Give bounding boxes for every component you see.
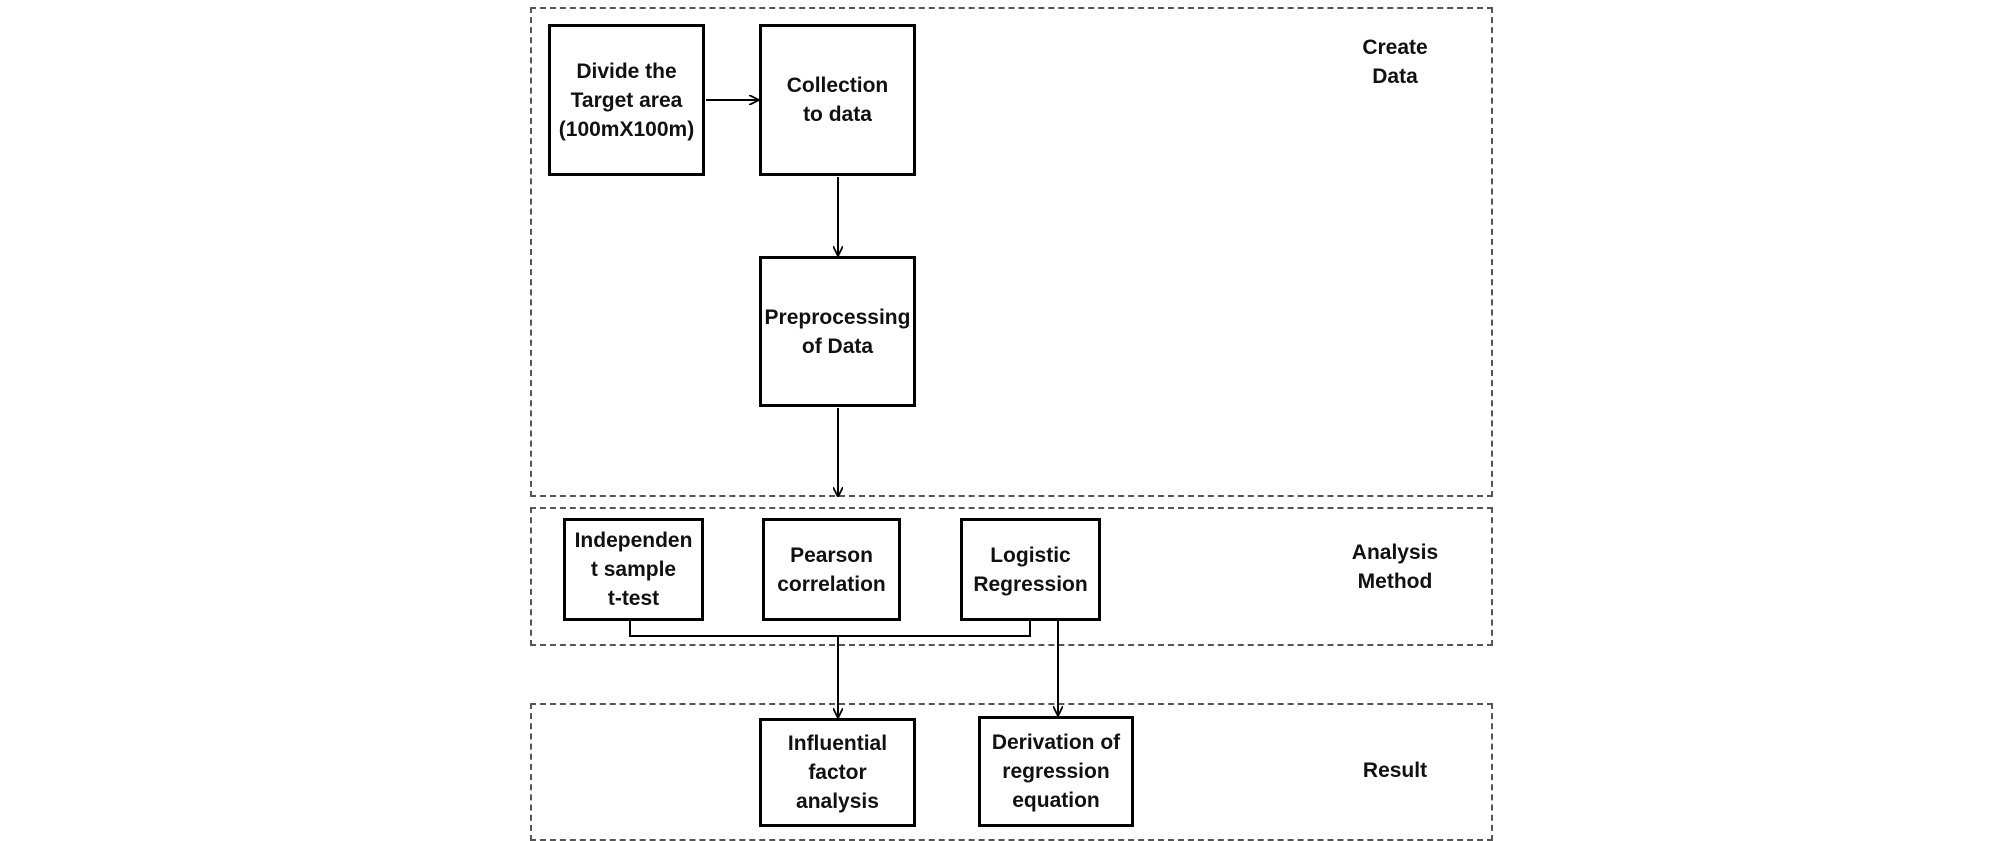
box-independent-sample-t-test-text: Independen t sample t-test [574,529,693,610]
label-result: Result [1362,759,1428,782]
box-preprocessing-of-data-text: Preprocessing of Data [764,305,911,358]
box-derivation-of-regression-equation-text: Derivation of regression equation [991,731,1121,812]
box-divide-target-area: Divide the Target area (100mX100m) [548,24,705,176]
box-influential-factor-analysis: Influential factor analysis [759,718,916,827]
box-derivation-of-regression-equation: Derivation of regression equation [978,716,1134,827]
box-independent-sample-t-test: Independen t sample t-test [563,518,704,621]
bracket-ttest-logistic [629,621,1031,637]
section-analysis-method [530,507,1493,646]
box-preprocessing-of-data: Preprocessing of Data [759,256,916,407]
box-logistic-regression: Logistic Regression [960,518,1101,621]
label-analysis-method: Analysis Method [1351,541,1439,593]
label-create-data: Create Data [1362,36,1428,88]
box-collection-to-data: Collection to data [759,24,916,176]
box-divide-target-area-text: Divide the Target area (100mX100m) [558,59,695,141]
box-pearson-correlation-text: Pearson correlation [777,543,886,596]
box-collection-to-data-text: Collection to data [786,74,889,126]
section-result [530,703,1493,841]
box-logistic-regression-text: Logistic Regression [973,543,1088,596]
box-influential-factor-analysis-text: Influential factor analysis [787,732,888,813]
section-create-data [530,7,1493,497]
box-pearson-correlation: Pearson correlation [762,518,901,621]
